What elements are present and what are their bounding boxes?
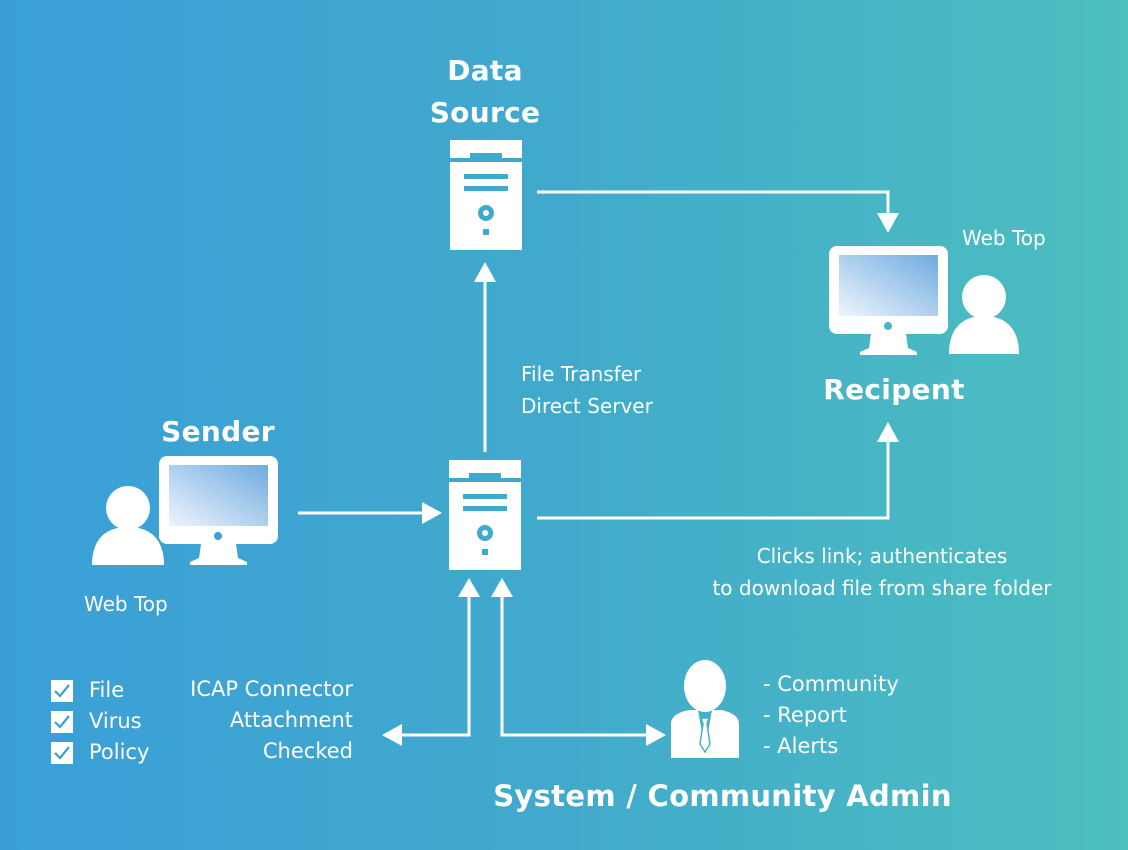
data-source-title: Data Source xyxy=(405,50,565,134)
check-label: File xyxy=(89,678,125,702)
recipient-access-note-line2: to download file from share folder xyxy=(712,576,1052,600)
arrow-server-icap xyxy=(382,578,480,746)
admin-function-item: - Report xyxy=(763,703,847,727)
check-item-file: File xyxy=(51,675,149,706)
admin-functions: - Community - Report - Alerts xyxy=(763,669,899,762)
icap-label-line: ICAP Connector xyxy=(190,677,353,701)
icap-label-line: Checked xyxy=(262,739,353,763)
admin-title: System / Community Admin xyxy=(493,779,952,813)
data-source-title-line1: Data xyxy=(447,54,523,87)
arrow-sender-to-server xyxy=(298,502,442,524)
icap-label: ICAP Connector Attachment Checked xyxy=(160,674,353,767)
check-label: Policy xyxy=(89,740,150,764)
admin-function-item: - Alerts xyxy=(763,734,839,758)
checkbox-checked[interactable] xyxy=(51,710,73,733)
checkbox-checked[interactable] xyxy=(51,679,73,702)
recipient-caption: Web Top xyxy=(962,226,1046,250)
icap-label-line: Attachment xyxy=(229,708,353,732)
checkmark-icon xyxy=(54,714,70,729)
checkmark-icon xyxy=(54,683,70,698)
recipient-access-note: Clicks link; authenticates to download f… xyxy=(690,540,1074,604)
checkbox-checked[interactable] xyxy=(51,741,73,764)
recipient-title: Recipent xyxy=(823,373,965,406)
arrow-server-to-datasource xyxy=(474,262,496,452)
direct-server-label-line1: File Transfer xyxy=(521,362,642,386)
direct-server-label-line2: Direct Server xyxy=(521,394,653,418)
direct-server-label: File Transfer Direct Server xyxy=(521,358,653,422)
monitor-icon xyxy=(829,246,948,355)
server-icon xyxy=(450,140,522,250)
arrow-server-admin xyxy=(491,578,666,746)
check-label: Virus xyxy=(89,709,142,733)
data-source-title-line2: Source xyxy=(429,96,541,129)
arrow-server-to-recipient xyxy=(537,422,899,520)
monitor-icon xyxy=(159,456,278,565)
icap-checklist: File Virus Policy xyxy=(51,675,149,768)
admin-function-item: - Community xyxy=(763,672,899,696)
server-icon xyxy=(449,460,521,570)
businessman-icon xyxy=(671,660,739,758)
sender-caption: Web Top xyxy=(84,592,168,616)
checkmark-icon xyxy=(54,745,70,760)
check-item-virus: Virus xyxy=(51,706,149,737)
user-icon xyxy=(92,486,164,565)
recipient-access-note-line1: Clicks link; authenticates xyxy=(756,544,1008,568)
sender-title: Sender xyxy=(161,415,275,448)
check-item-policy: Policy xyxy=(51,737,149,768)
user-icon xyxy=(949,275,1019,354)
arrow-datasource-to-recipient xyxy=(537,190,899,233)
